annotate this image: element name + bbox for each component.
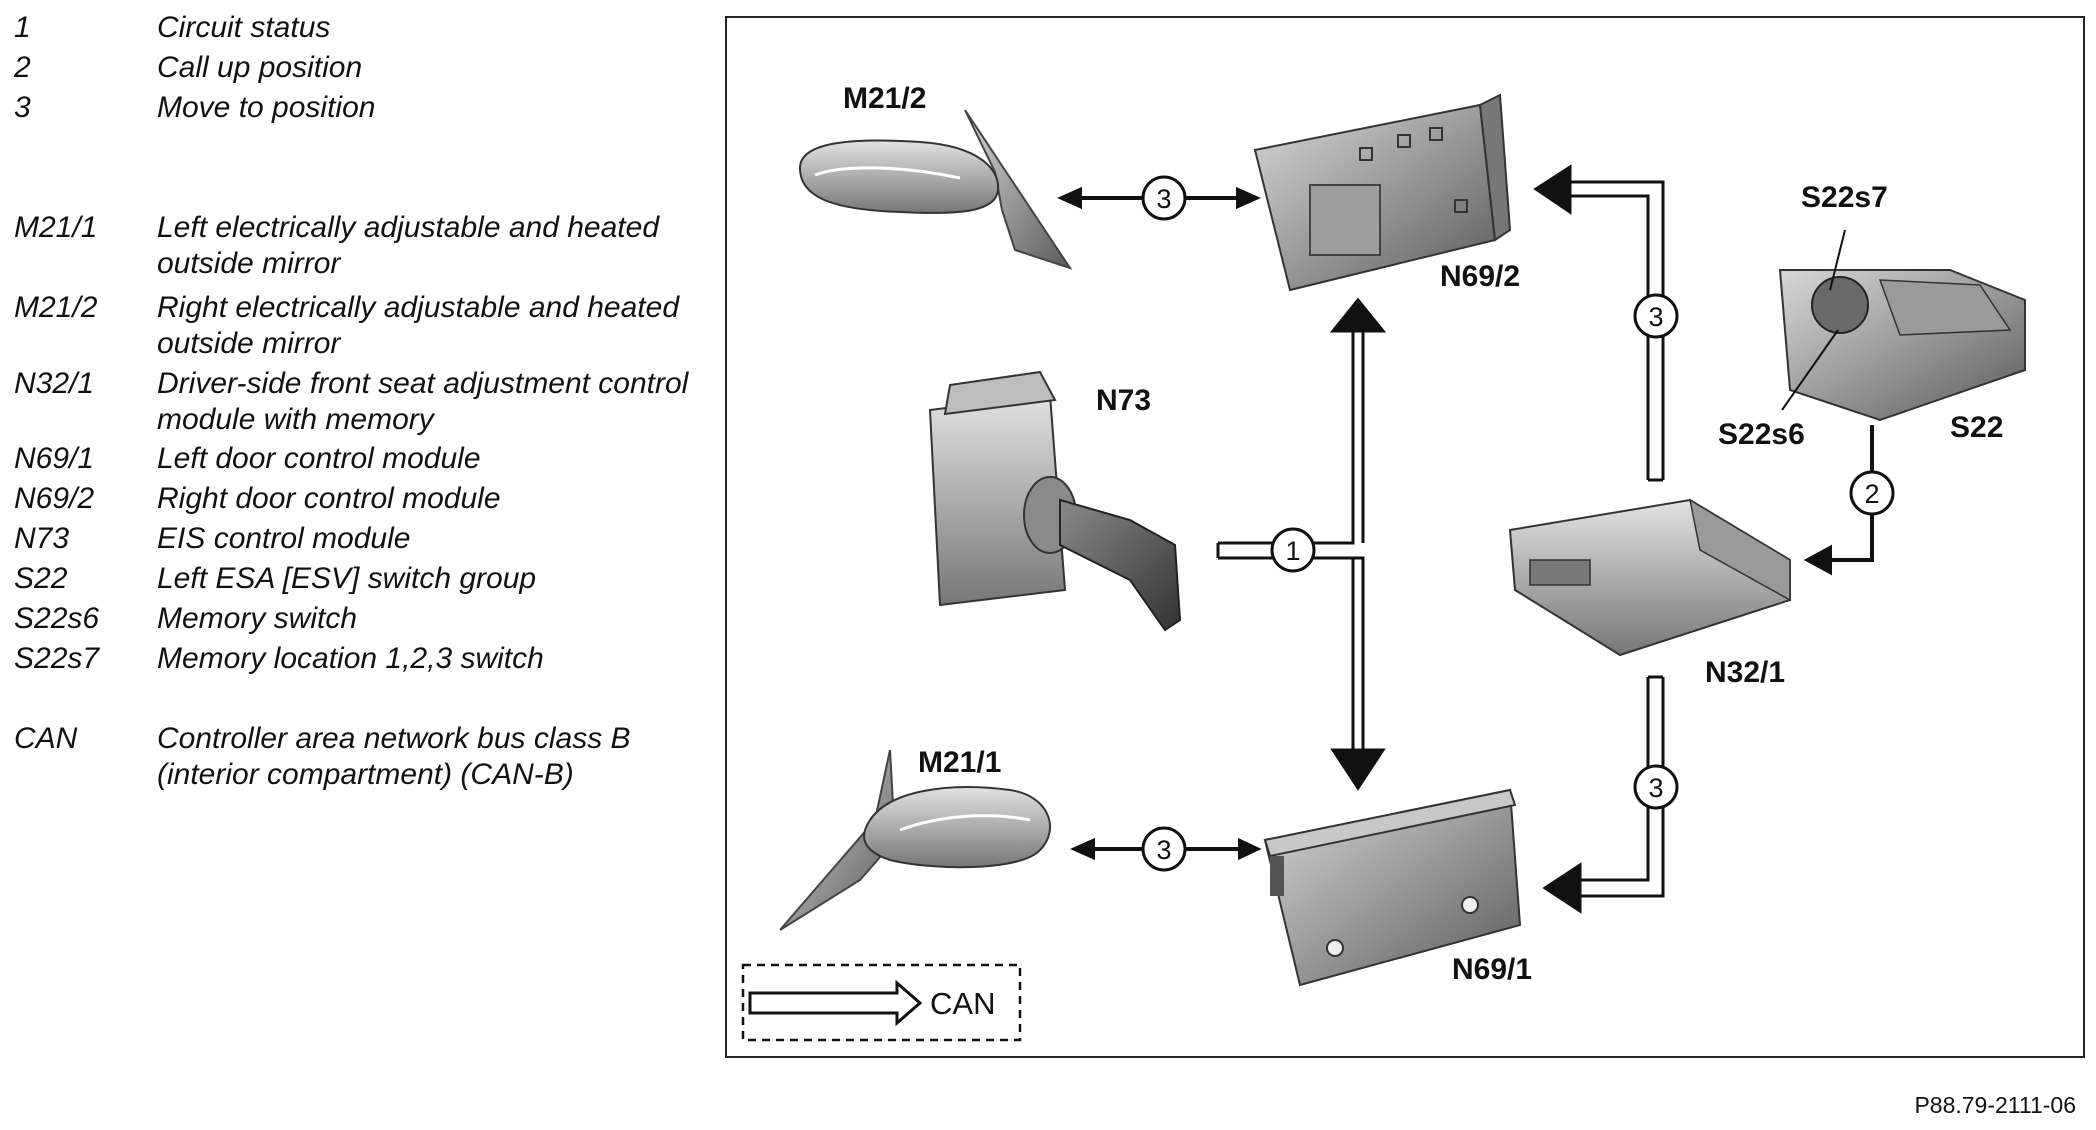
- legend-code: S22s6: [14, 602, 100, 635]
- label-s22s7: S22s7: [1801, 181, 1888, 214]
- legend-code: CAN: [14, 722, 78, 755]
- marker-mirror-top: 3: [1141, 175, 1187, 221]
- legend-desc: Right door control module: [157, 482, 501, 515]
- svg-text:3: 3: [1648, 773, 1663, 803]
- eis-module-image: [928, 370, 1182, 632]
- legend-desc: Controller area network bus class B (int…: [157, 722, 631, 791]
- legend-desc: Memory switch: [157, 602, 358, 635]
- can-arrow-icon: [748, 979, 923, 1027]
- marker-left-door-feed: 3: [1633, 764, 1679, 810]
- marker-mirror-bottom: 3: [1141, 826, 1187, 872]
- legend-desc: Move to position: [157, 91, 376, 124]
- legend-code: M21/2: [14, 291, 98, 324]
- legend-desc: Memory location 1,2,3 switch: [157, 642, 544, 675]
- diagram-frame: [725, 16, 2085, 1058]
- eis-signal-path: [1216, 297, 1387, 791]
- s22s6-pointer: [1781, 329, 1839, 411]
- left-mirror-image: [779, 749, 1051, 931]
- switch-to-seat-path: [1803, 425, 1874, 576]
- legend-code: 1: [14, 11, 31, 44]
- seat-to-left-door-path: [1542, 675, 1665, 914]
- legend-code: N32/1: [14, 367, 95, 400]
- label-s22: S22: [1950, 411, 2003, 444]
- svg-text:3: 3: [1156, 835, 1171, 865]
- svg-text:1: 1: [1285, 536, 1300, 566]
- svg-text:3: 3: [1648, 302, 1663, 332]
- legend-desc: Left ESA [ESV] switch group: [157, 562, 537, 595]
- marker-right-door-feed: 3: [1633, 293, 1679, 339]
- label-n32-1: N32/1: [1705, 656, 1785, 689]
- legend-desc: Circuit status: [157, 11, 331, 44]
- seat-module-image: [1508, 498, 1791, 657]
- seat-to-right-door-path: [1533, 164, 1665, 482]
- legend-desc: Right electrically adjustable and heated…: [157, 291, 679, 360]
- label-n73: N73: [1096, 384, 1151, 417]
- label-n69-1: N69/1: [1452, 953, 1532, 986]
- legend-code: S22: [14, 562, 68, 595]
- right-door-module-image: [1253, 93, 1512, 292]
- left-door-module-image: [1263, 788, 1522, 987]
- legend-desc: Driver-side front seat adjustment contro…: [157, 367, 689, 436]
- right-mirror-path: [1057, 186, 1261, 210]
- legend: 1 Circuit status 2 Call up position 3 Mo…: [0, 0, 710, 800]
- can-legend: CAN: [741, 963, 1022, 1042]
- marker-eis: 1: [1270, 527, 1316, 573]
- can-label: CAN: [930, 986, 995, 1021]
- s22s7-pointer: [1829, 229, 1846, 291]
- svg-text:2: 2: [1864, 479, 1879, 509]
- figure-reference: P88.79-2111-06: [1914, 1092, 2076, 1118]
- legend-desc: Left door control module: [157, 442, 481, 475]
- label-n69-2: N69/2: [1440, 260, 1520, 293]
- legend-code: N69/2: [14, 482, 95, 515]
- esa-switch-group-image: [1778, 269, 2026, 422]
- legend-desc: EIS control module: [157, 522, 411, 555]
- legend-code: N69/1: [14, 442, 95, 475]
- svg-text:3: 3: [1156, 184, 1171, 214]
- label-m21-2: M21/2: [843, 82, 926, 115]
- legend-code: 3: [14, 91, 31, 124]
- marker-seat-call: 2: [1849, 470, 1895, 516]
- label-s22s6: S22s6: [1718, 418, 1805, 451]
- legend-code: N73: [14, 522, 70, 555]
- legend-code: 2: [14, 51, 31, 84]
- legend-desc: Left electrically adjustable and heated …: [157, 211, 660, 280]
- legend-code: M21/1: [14, 211, 98, 244]
- legend-desc: Call up position: [157, 51, 363, 84]
- right-mirror-image: [798, 109, 1073, 270]
- label-m21-1: M21/1: [918, 746, 1001, 779]
- legend-code: S22s7: [14, 642, 100, 675]
